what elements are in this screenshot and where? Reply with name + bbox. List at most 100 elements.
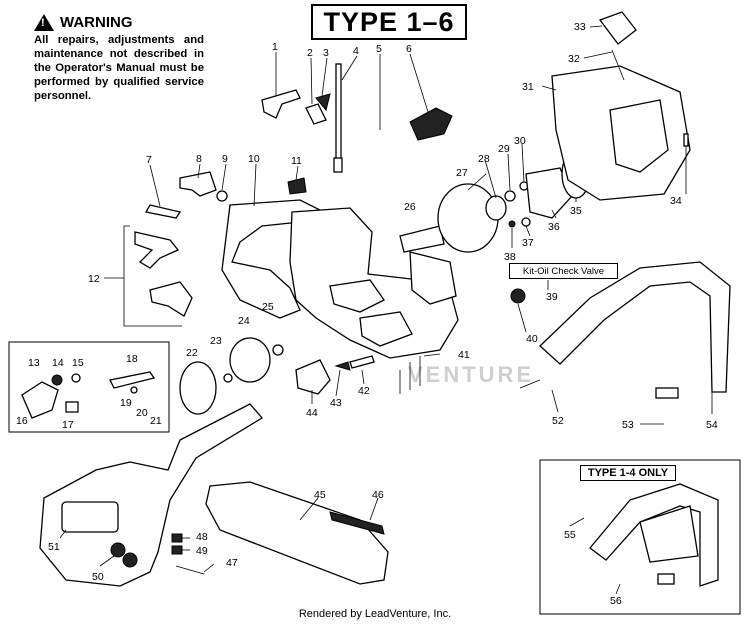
callout-36: 36: [548, 221, 560, 233]
part-27-flywheel: [437, 183, 499, 253]
part-7-spring: [144, 204, 182, 219]
leader-55: [569, 517, 585, 527]
callout-16: 16: [16, 415, 28, 427]
callout-46: 46: [372, 489, 384, 501]
part-43-screw: [334, 361, 351, 371]
inset-title: TYPE 1-4 ONLY: [580, 465, 676, 481]
part-39-oil-pump: [409, 251, 457, 305]
part-53-bracket: [655, 387, 679, 399]
callout-55: 55: [564, 529, 576, 541]
callout-56: 56: [610, 595, 622, 607]
callout-2: 2: [307, 47, 313, 59]
part-44-cover: [295, 359, 331, 395]
part-8-knob: [179, 171, 217, 197]
leader-37: [525, 225, 531, 237]
part-4-rod: [335, 63, 342, 165]
leader-45: [299, 497, 319, 521]
callout-13: 13: [28, 357, 40, 369]
diagram-title: TYPE 1–6: [311, 4, 467, 40]
kit-label: Kit-Oil Check Valve: [509, 263, 618, 279]
leader-36: [551, 209, 557, 219]
callout-50: 50: [92, 571, 104, 583]
callout-47: 47: [226, 557, 238, 569]
callout-31: 31: [522, 81, 534, 93]
part-1-bracket: [261, 89, 301, 119]
crankcase-housing: [289, 207, 459, 359]
inset-guard-face: [639, 505, 699, 563]
leader-33: [589, 25, 603, 28]
callout-45: 45: [314, 489, 326, 501]
part-9-washer: [216, 190, 228, 202]
callout-39: 39: [546, 291, 558, 303]
callout-49: 49: [196, 545, 208, 557]
callout-30: 30: [514, 135, 526, 147]
callout-32: 32: [568, 53, 580, 65]
part-36-pawl-assy: [525, 167, 573, 219]
part-49-pin: [171, 545, 183, 555]
callout-8: 8: [196, 153, 202, 165]
starter-fins: [609, 99, 669, 173]
leader-8: [197, 163, 201, 179]
part-33-handle: [598, 11, 637, 45]
part-28-hub: [485, 195, 507, 221]
part-38-pin: [508, 220, 516, 228]
part-15-washer: [71, 373, 81, 383]
callout-24: 24: [238, 315, 250, 327]
warning-title: WARNING: [60, 14, 133, 31]
leader-10: [253, 163, 257, 207]
part-51-clutch-cover: [39, 403, 263, 587]
part-20-pin: [130, 386, 138, 394]
leader-7: [149, 164, 161, 207]
leader-31: [541, 85, 557, 91]
leader-42: [361, 369, 365, 385]
part-32-rope: [611, 49, 625, 81]
leader-51: [59, 529, 67, 539]
leader-47: [203, 563, 215, 573]
part-26-bolts: [399, 225, 445, 253]
part-50-nut-a: [110, 542, 126, 558]
part-56-hand-guard: [589, 483, 719, 587]
part-40-check-valve: [510, 288, 526, 304]
callout-11: 11: [291, 155, 302, 167]
warning-text: All repairs, adjustments and maintenance…: [34, 34, 204, 102]
part-50-nut-b: [122, 552, 138, 568]
callout-26: 26: [404, 201, 416, 213]
warning-panel: ! WARNING All repairs, adjustments and m…: [34, 14, 204, 103]
render-credit: Rendered by LeadVenture, Inc.: [298, 608, 452, 620]
subassembly-box: [8, 341, 170, 433]
part-2-clip: [305, 103, 327, 125]
callout-28: 28: [478, 153, 490, 165]
callout-51: 51: [48, 541, 60, 553]
callout-14: 14: [52, 357, 64, 369]
callout-20: 20: [136, 407, 148, 419]
cover-window: [61, 501, 119, 533]
leader-43: [335, 369, 341, 397]
callout-10: 10: [248, 153, 260, 165]
part-52-screw: [519, 379, 541, 389]
inset-bracket: [657, 573, 675, 585]
callout-42: 42: [358, 385, 370, 397]
part-13-plate: [21, 381, 59, 419]
part-22-clutch: [179, 361, 217, 415]
leader-3: [321, 57, 328, 97]
part-24-drum: [229, 337, 271, 383]
callout-29: 29: [498, 143, 510, 155]
callout-43: 43: [330, 397, 342, 409]
leader-32: [583, 51, 613, 59]
callout-15: 15: [72, 357, 84, 369]
callout-3: 3: [323, 47, 329, 59]
callout-23: 23: [210, 335, 222, 347]
leader-29: [507, 153, 511, 191]
callout-38: 38: [504, 251, 516, 263]
leader-56: [615, 583, 621, 595]
part-47-screw: [175, 565, 205, 575]
watermark-text: VENTURE: [408, 362, 534, 387]
callout-34: 34: [670, 195, 682, 207]
callout-19: 19: [120, 397, 132, 409]
leader-6: [409, 53, 429, 113]
leader-40: [517, 303, 527, 333]
callout-35: 35: [570, 205, 582, 217]
part-18-rod: [109, 371, 156, 389]
part-5-sleeve: [333, 157, 343, 173]
